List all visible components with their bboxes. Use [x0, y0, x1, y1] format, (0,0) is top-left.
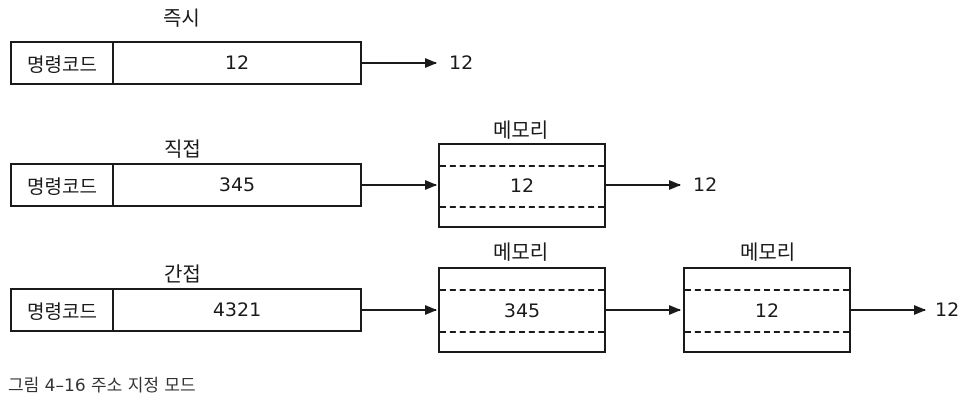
- indirect-memory2-value: 12: [754, 300, 780, 322]
- indirect-instruction: 명령코드 4321: [10, 288, 362, 332]
- memory-divider: [440, 331, 604, 333]
- indirect-memory2-title: 메모리: [740, 240, 796, 264]
- immediate-opcode: 명령코드: [12, 43, 114, 83]
- indirect-memory1-box: 345: [438, 267, 606, 353]
- immediate-operand: 12: [224, 52, 250, 74]
- direct-memory-box: 12: [438, 143, 606, 228]
- indirect-result: 12: [935, 299, 960, 321]
- figure-caption: 그림 4–16 주소 지정 모드: [8, 376, 196, 396]
- memory-divider: [440, 289, 604, 291]
- memory-divider: [440, 206, 604, 208]
- immediate-title: 즉시: [163, 6, 200, 30]
- direct-operand: 345: [218, 174, 256, 196]
- direct-opcode: 명령코드: [12, 165, 114, 205]
- direct-memory-title: 메모리: [493, 118, 549, 142]
- direct-title: 직접: [164, 137, 201, 161]
- memory-divider: [685, 289, 849, 291]
- indirect-memory1-value: 345: [503, 300, 541, 322]
- memory-divider: [685, 331, 849, 333]
- indirect-memory2-box: 12: [683, 267, 851, 353]
- memory-divider: [440, 165, 604, 167]
- indirect-title: 간접: [164, 262, 201, 286]
- immediate-result: 12: [449, 52, 474, 74]
- immediate-instruction: 명령코드 12: [10, 41, 362, 85]
- direct-result: 12: [693, 174, 718, 196]
- indirect-opcode: 명령코드: [12, 290, 114, 330]
- direct-instruction: 명령코드 345: [10, 163, 362, 207]
- direct-memory-value: 12: [509, 175, 535, 197]
- indirect-memory1-title: 메모리: [493, 240, 549, 264]
- indirect-operand: 4321: [212, 299, 262, 321]
